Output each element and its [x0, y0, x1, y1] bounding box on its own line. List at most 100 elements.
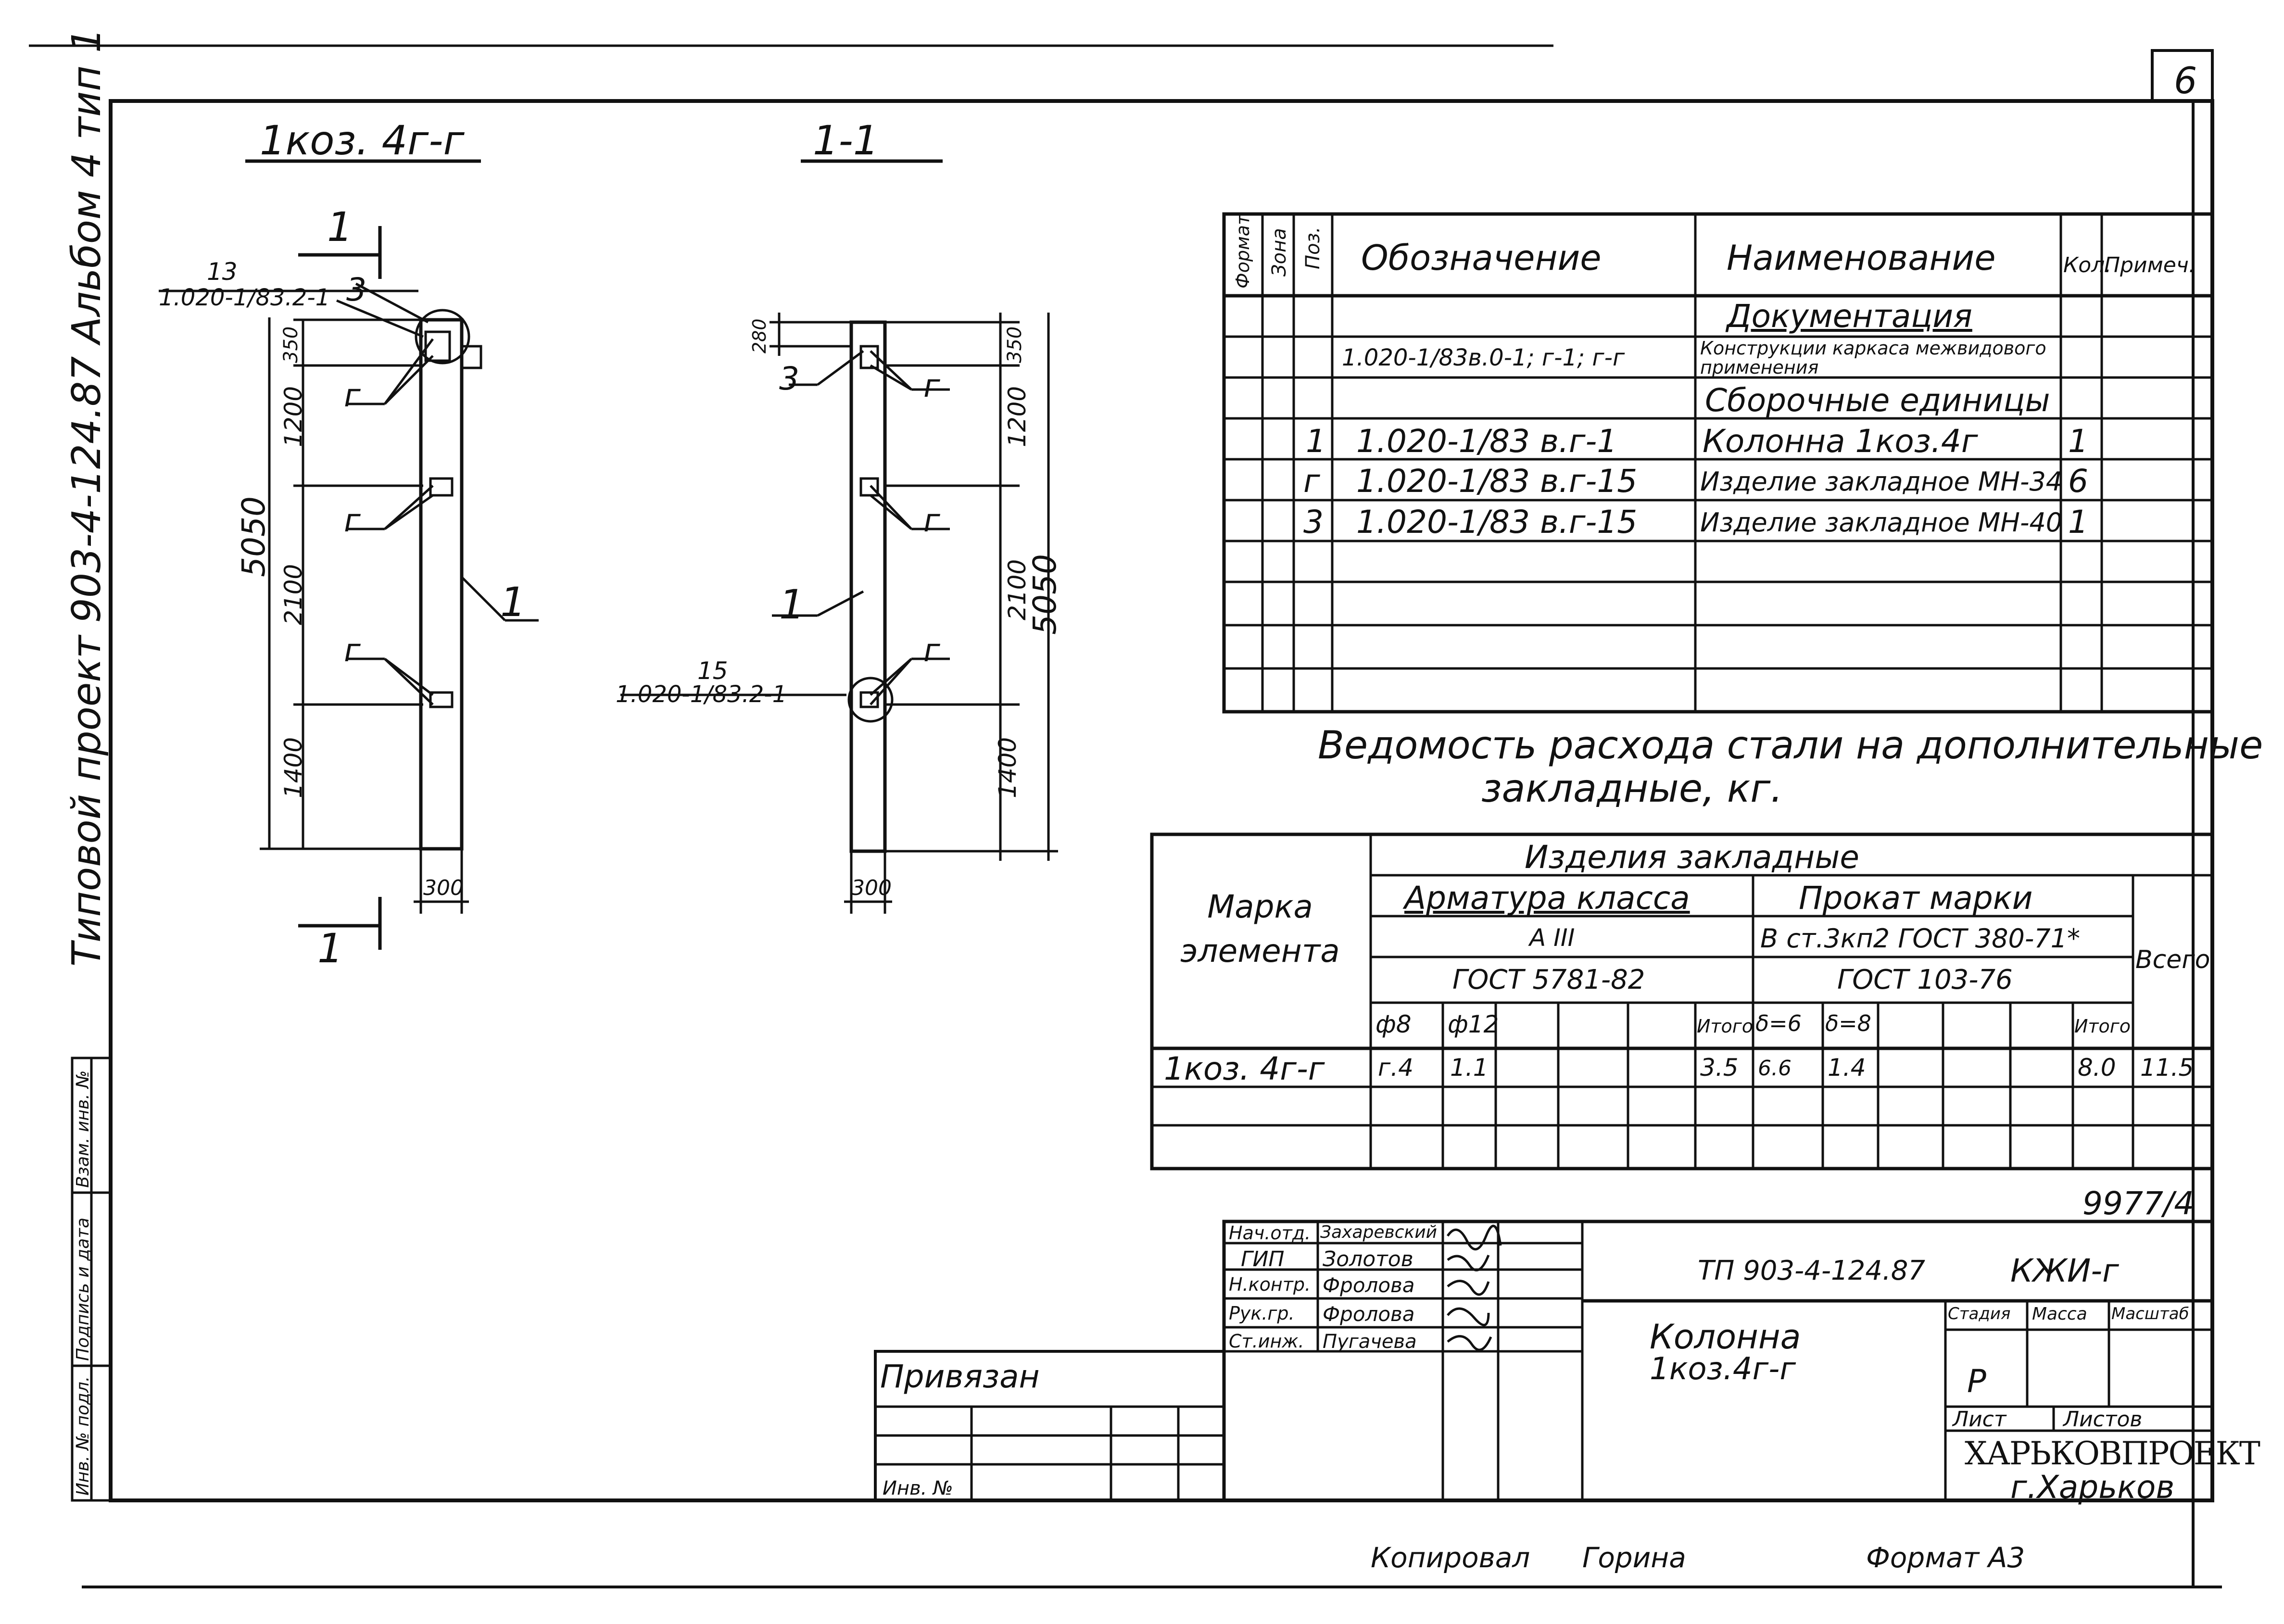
sect-dim-w: 300: [851, 876, 892, 900]
footer-format: Формат А3: [1866, 1541, 2025, 1574]
spec-row-4-qty: 1: [2068, 423, 2088, 460]
sheet-number: 6: [2174, 59, 2197, 102]
elev-note-ref: 1.020-1/83.2-1: [159, 284, 330, 311]
stamp-inv-original: Инв. № подл.: [73, 1376, 93, 1496]
title-block-grid: [874, 1220, 2214, 1502]
steel-h-rebar: Арматура класса: [1404, 880, 1690, 917]
steel-sub-7: δ=6: [1755, 1010, 1802, 1036]
elev-dim-w: 300: [423, 876, 464, 900]
spec-h-format: Формат: [1232, 214, 1253, 289]
spec-row-1-name: Документация: [1727, 298, 1972, 335]
section-title: 1-1: [813, 117, 879, 164]
column-section: [849, 320, 887, 853]
side-title: Типовой проект 903-4-124.87 Альбом 4 тип…: [64, 27, 110, 967]
stamp-signature-date: Подпись и дата: [73, 1217, 93, 1361]
sect-pos2-a: г: [923, 367, 940, 404]
elev-dim-total: 5050: [235, 496, 272, 577]
steel-h-rebar-class: А III: [1529, 924, 1575, 952]
steel-h-mark: Марка элемента: [1180, 888, 1340, 970]
tb-sheets-header: Листов: [2063, 1407, 2143, 1432]
spec-row-5-qty: 6: [2068, 463, 2088, 500]
tb-city: г.Харьков: [2010, 1469, 2175, 1506]
sect-dim-c: 2100: [1003, 559, 1031, 620]
steel-sub-12: Итого: [2074, 1016, 2131, 1037]
tb-role-5: Ст.инж.: [1229, 1331, 1304, 1352]
elev-pos3: 3: [346, 271, 366, 308]
tb-code: КЖИ-г: [2010, 1252, 2119, 1289]
sect-dim-top: 280: [749, 318, 770, 353]
steel-caption-line2: закладные, кг.: [1481, 766, 1783, 811]
tb-role-3: Н.контр.: [1229, 1274, 1311, 1295]
sheet-number-box: [2151, 49, 2214, 102]
elevation-view: [159, 159, 539, 950]
tb-mass-header: Масса: [2032, 1304, 2087, 1324]
elev-pos1: 1: [500, 579, 526, 626]
section-mark-top: 1: [327, 203, 353, 251]
tb-sheet-header: Лист: [1953, 1407, 2006, 1432]
steel-h-rebar-gost: ГОСТ 5781-82: [1452, 964, 1645, 995]
steel-val-8: 1.4: [1828, 1054, 1866, 1082]
steel-h-embedded: Изделия закладные: [1525, 839, 1859, 876]
spec-row-6-name: Изделие закладное МН-40: [1700, 507, 2063, 538]
sect-note-ref: 1.020-1/83.2-1: [616, 681, 787, 708]
steel-h-rolled-gost: ГОСТ 103-76: [1837, 964, 2013, 995]
spec-h-zone: Зона: [1268, 228, 1290, 277]
steel-caption-line1: Ведомость расхода стали на дополнительны…: [1318, 723, 2263, 768]
doc-id: 9977/4: [2082, 1185, 2195, 1222]
tb-name-2: Золотов: [1323, 1247, 1413, 1272]
elev-note-number: 13: [207, 258, 238, 286]
steel-val-12: 8.0: [2078, 1054, 2116, 1082]
spec-row-6-designation: 1.020-1/83 в.г-15: [1356, 504, 1638, 541]
stamp-replaced-inv: Взам. инв. №: [73, 1070, 93, 1188]
elev-pos2-b: г: [344, 502, 361, 539]
spec-h-designation: Обозначение: [1361, 238, 1602, 278]
spec-row-5-pos: г: [1303, 463, 1320, 500]
steel-val-1: г.4: [1378, 1054, 1413, 1082]
sect-note-number: 15: [697, 657, 728, 685]
sect-dim-a: 350: [1004, 326, 1026, 363]
tb-stage: Р: [1967, 1363, 1986, 1400]
tb-project: ТП 903-4-124.87: [1698, 1255, 1925, 1286]
spec-h-name: Наименование: [1727, 238, 1996, 278]
spec-row-4-name: Колонна 1коз.4г: [1703, 423, 1978, 460]
elev-dim-a: 350: [280, 326, 302, 363]
steel-sub-2: ф12: [1448, 1010, 1499, 1038]
sect-pos1: 1: [779, 581, 805, 628]
elevation-title: 1коз. 4г-г: [260, 117, 465, 164]
steel-val-7: 6.6: [1758, 1056, 1792, 1081]
steel-val-6: 3.5: [1700, 1054, 1739, 1082]
steel-table-grid: [1150, 832, 2214, 1171]
steel-val-2: 1.1: [1450, 1054, 1489, 1082]
spec-row-4-designation: 1.020-1/83 в.г-1: [1356, 423, 1617, 460]
steel-sub-1: ф8: [1375, 1010, 1412, 1038]
spec-row-5-name: Изделие закладное МН-34: [1700, 466, 2063, 497]
spec-row-2-designation: 1.020-1/83в.0-1; г-1; г-г: [1342, 344, 1625, 371]
steel-val-13: 11.5: [2140, 1054, 2194, 1082]
sect-dim-d: 1400: [994, 737, 1022, 798]
tb-role-2: ГИП: [1241, 1247, 1285, 1272]
tb-role-4: Рук.гр.: [1229, 1303, 1295, 1324]
spec-h-qty: Кол.: [2063, 253, 2112, 277]
spec-row-6-qty: 1: [2068, 504, 2088, 541]
footer-name: Горина: [1582, 1541, 1686, 1574]
steel-sub-8: δ=8: [1825, 1010, 1871, 1036]
elev-pos2-c: г: [344, 632, 361, 669]
tb-stage-header: Стадия: [1948, 1304, 2011, 1323]
steel-h-total: Всего: [2135, 945, 2210, 974]
spec-row-3-name: Сборочные единицы: [1705, 382, 2050, 419]
sect-dim-b: 1200: [1003, 386, 1031, 447]
elev-dim-d: 1400: [279, 737, 307, 798]
spec-h-note: Примеч.: [2104, 253, 2196, 277]
steel-h-rolled: Прокат марки: [1799, 880, 2033, 917]
tb-name-4: Фролова: [1323, 1302, 1415, 1326]
elev-dim-b: 1200: [279, 386, 307, 447]
tb-linked: Привязан: [880, 1358, 1040, 1395]
tb-organization: ХАРЬКОВПРОЕКТ: [1965, 1435, 2260, 1472]
steel-sub-6: Итого: [1697, 1016, 1754, 1037]
elev-dim-c: 2100: [279, 564, 307, 625]
spec-h-pos: Поз.: [1302, 227, 1324, 269]
spec-row-5-designation: 1.020-1/83 в.г-15: [1356, 463, 1638, 500]
elev-pos2-a: г: [344, 377, 361, 414]
tb-object-line2: 1коз.4г-г: [1650, 1351, 1796, 1387]
